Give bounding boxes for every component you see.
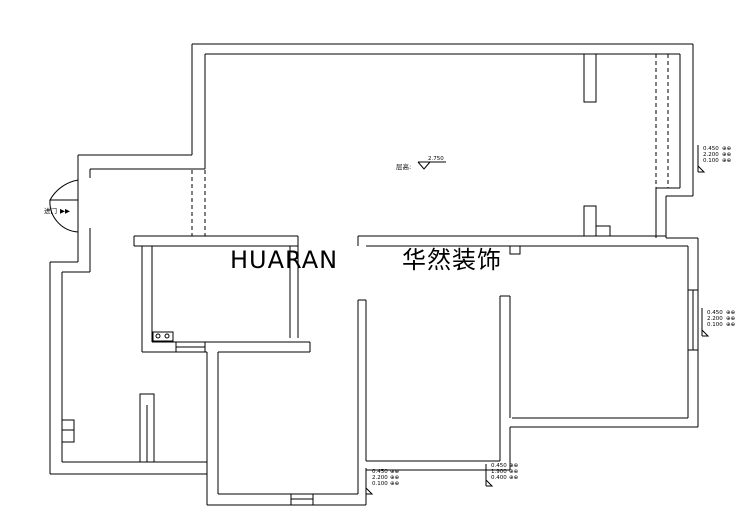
level-balcony-2: 2.200	[703, 152, 719, 158]
interior-walls	[133, 53, 688, 470]
watermark: HUARAN 华然装饰	[230, 246, 502, 274]
level-balcony-suffix-1: ⊕⊕	[722, 146, 731, 152]
watermark-chinese: 华然装饰	[402, 246, 502, 274]
windows	[175, 289, 698, 505]
entrance-door	[49, 179, 79, 233]
level-bedroom-1: 0.450	[707, 310, 723, 316]
level-bedroom-2: 2.200	[707, 316, 723, 322]
level-bedroom-suffix-3: ⊕⊕	[726, 322, 735, 328]
level-mark-bottom-mid: 0.450 1.900 0.400 ⊕⊕ ⊕⊕ ⊕⊕	[485, 463, 518, 487]
level-bedroom-suffix-2: ⊕⊕	[726, 316, 735, 322]
level-bm-2: 1.900	[491, 469, 507, 475]
level-bl-suffix-1: ⊕⊕	[390, 469, 399, 475]
level-balcony-suffix-2: ⊕⊕	[722, 152, 731, 158]
entrance-label: 进门	[44, 206, 57, 215]
level-bm-suffix-3: ⊕⊕	[509, 475, 518, 481]
ceiling-label: 层高:	[396, 162, 411, 171]
level-bl-3: 0.100	[372, 481, 388, 487]
ceiling-height-mark: 层高: 2.750	[396, 156, 446, 171]
level-balcony-3: 0.100	[703, 158, 719, 164]
level-mark-bottom-left: 0.450 2.200 0.100 ⊕⊕ ⊕⊕ ⊕⊕	[365, 468, 399, 495]
level-bm-suffix-2: ⊕⊕	[509, 469, 518, 475]
level-bm-1: 0.450	[491, 463, 507, 469]
exterior-walls	[49, 43, 699, 506]
level-bedroom-suffix-1: ⊕⊕	[726, 310, 735, 316]
entrance-arrows: ▶▶	[60, 207, 70, 215]
level-bm-suffix-1: ⊕⊕	[509, 463, 518, 469]
level-balcony-suffix-3: ⊕⊕	[722, 158, 731, 164]
overhead-dashed-lines	[191, 54, 669, 236]
level-bl-suffix-3: ⊕⊕	[390, 481, 399, 487]
bathroom-fixtures	[61, 393, 155, 463]
level-balcony-1: 0.450	[703, 146, 719, 152]
level-bl-1: 0.450	[372, 469, 388, 475]
level-bl-2: 2.200	[372, 475, 388, 481]
kitchen-counter	[152, 331, 174, 342]
level-bl-suffix-2: ⊕⊕	[390, 475, 399, 481]
ceiling-value: 2.750	[428, 156, 444, 162]
level-mark-balcony-right: 0.450 2.200 0.100 ⊕⊕ ⊕⊕ ⊕⊕	[697, 145, 731, 173]
watermark-latin: HUARAN	[230, 246, 338, 274]
level-bedroom-3: 0.100	[707, 322, 723, 328]
level-bm-3: 0.400	[491, 475, 507, 481]
level-mark-bedroom-right: 0.450 2.200 0.100 ⊕⊕ ⊕⊕ ⊕⊕	[701, 308, 735, 337]
